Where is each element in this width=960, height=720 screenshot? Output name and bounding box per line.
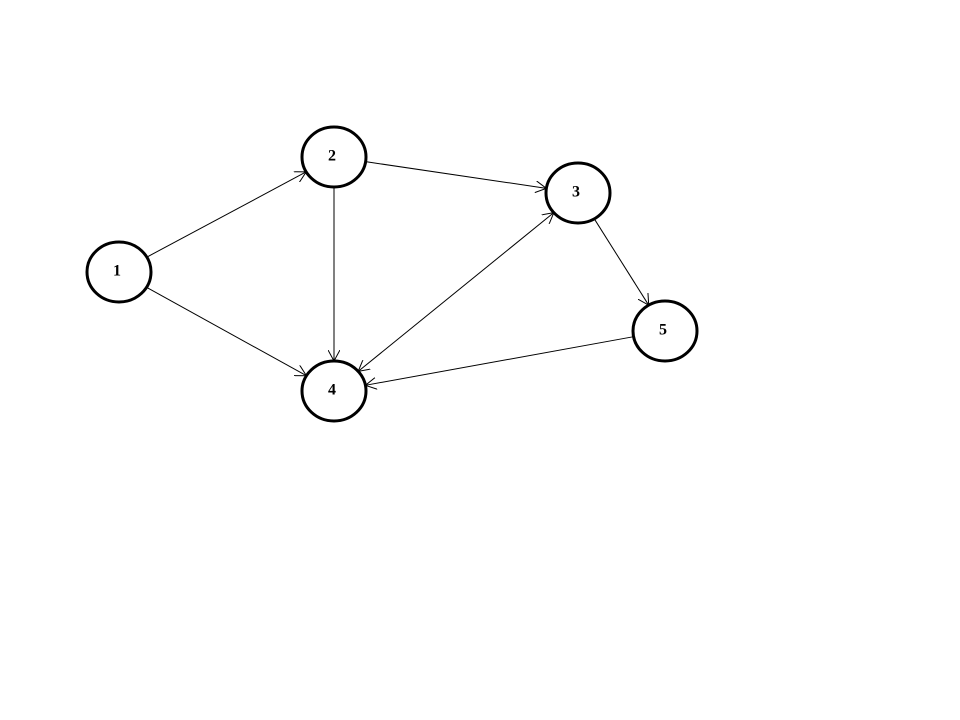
node-label: 4: [328, 382, 336, 399]
node-5: 5: [631, 299, 699, 363]
node-label: 2: [328, 148, 336, 165]
node-circle: [300, 359, 368, 423]
edge-1-4: [146, 286, 307, 375]
node-circle: [544, 161, 612, 225]
edge-1-2: [146, 172, 306, 258]
node-3: 3: [544, 161, 612, 225]
node-label: 5: [659, 322, 667, 339]
node-circle: [85, 240, 153, 304]
node-2: 2: [300, 125, 368, 189]
edge-3-5: [593, 218, 648, 305]
node-1: 1: [85, 240, 153, 304]
node-circle: [631, 299, 699, 363]
node-label: 3: [572, 184, 580, 201]
edge-5-4: [365, 336, 634, 386]
node-label: 1: [113, 263, 121, 280]
node-4: 4: [300, 359, 368, 423]
edge-3-4: [358, 213, 554, 372]
node-circle: [300, 125, 368, 189]
edge-2-3: [365, 161, 547, 189]
